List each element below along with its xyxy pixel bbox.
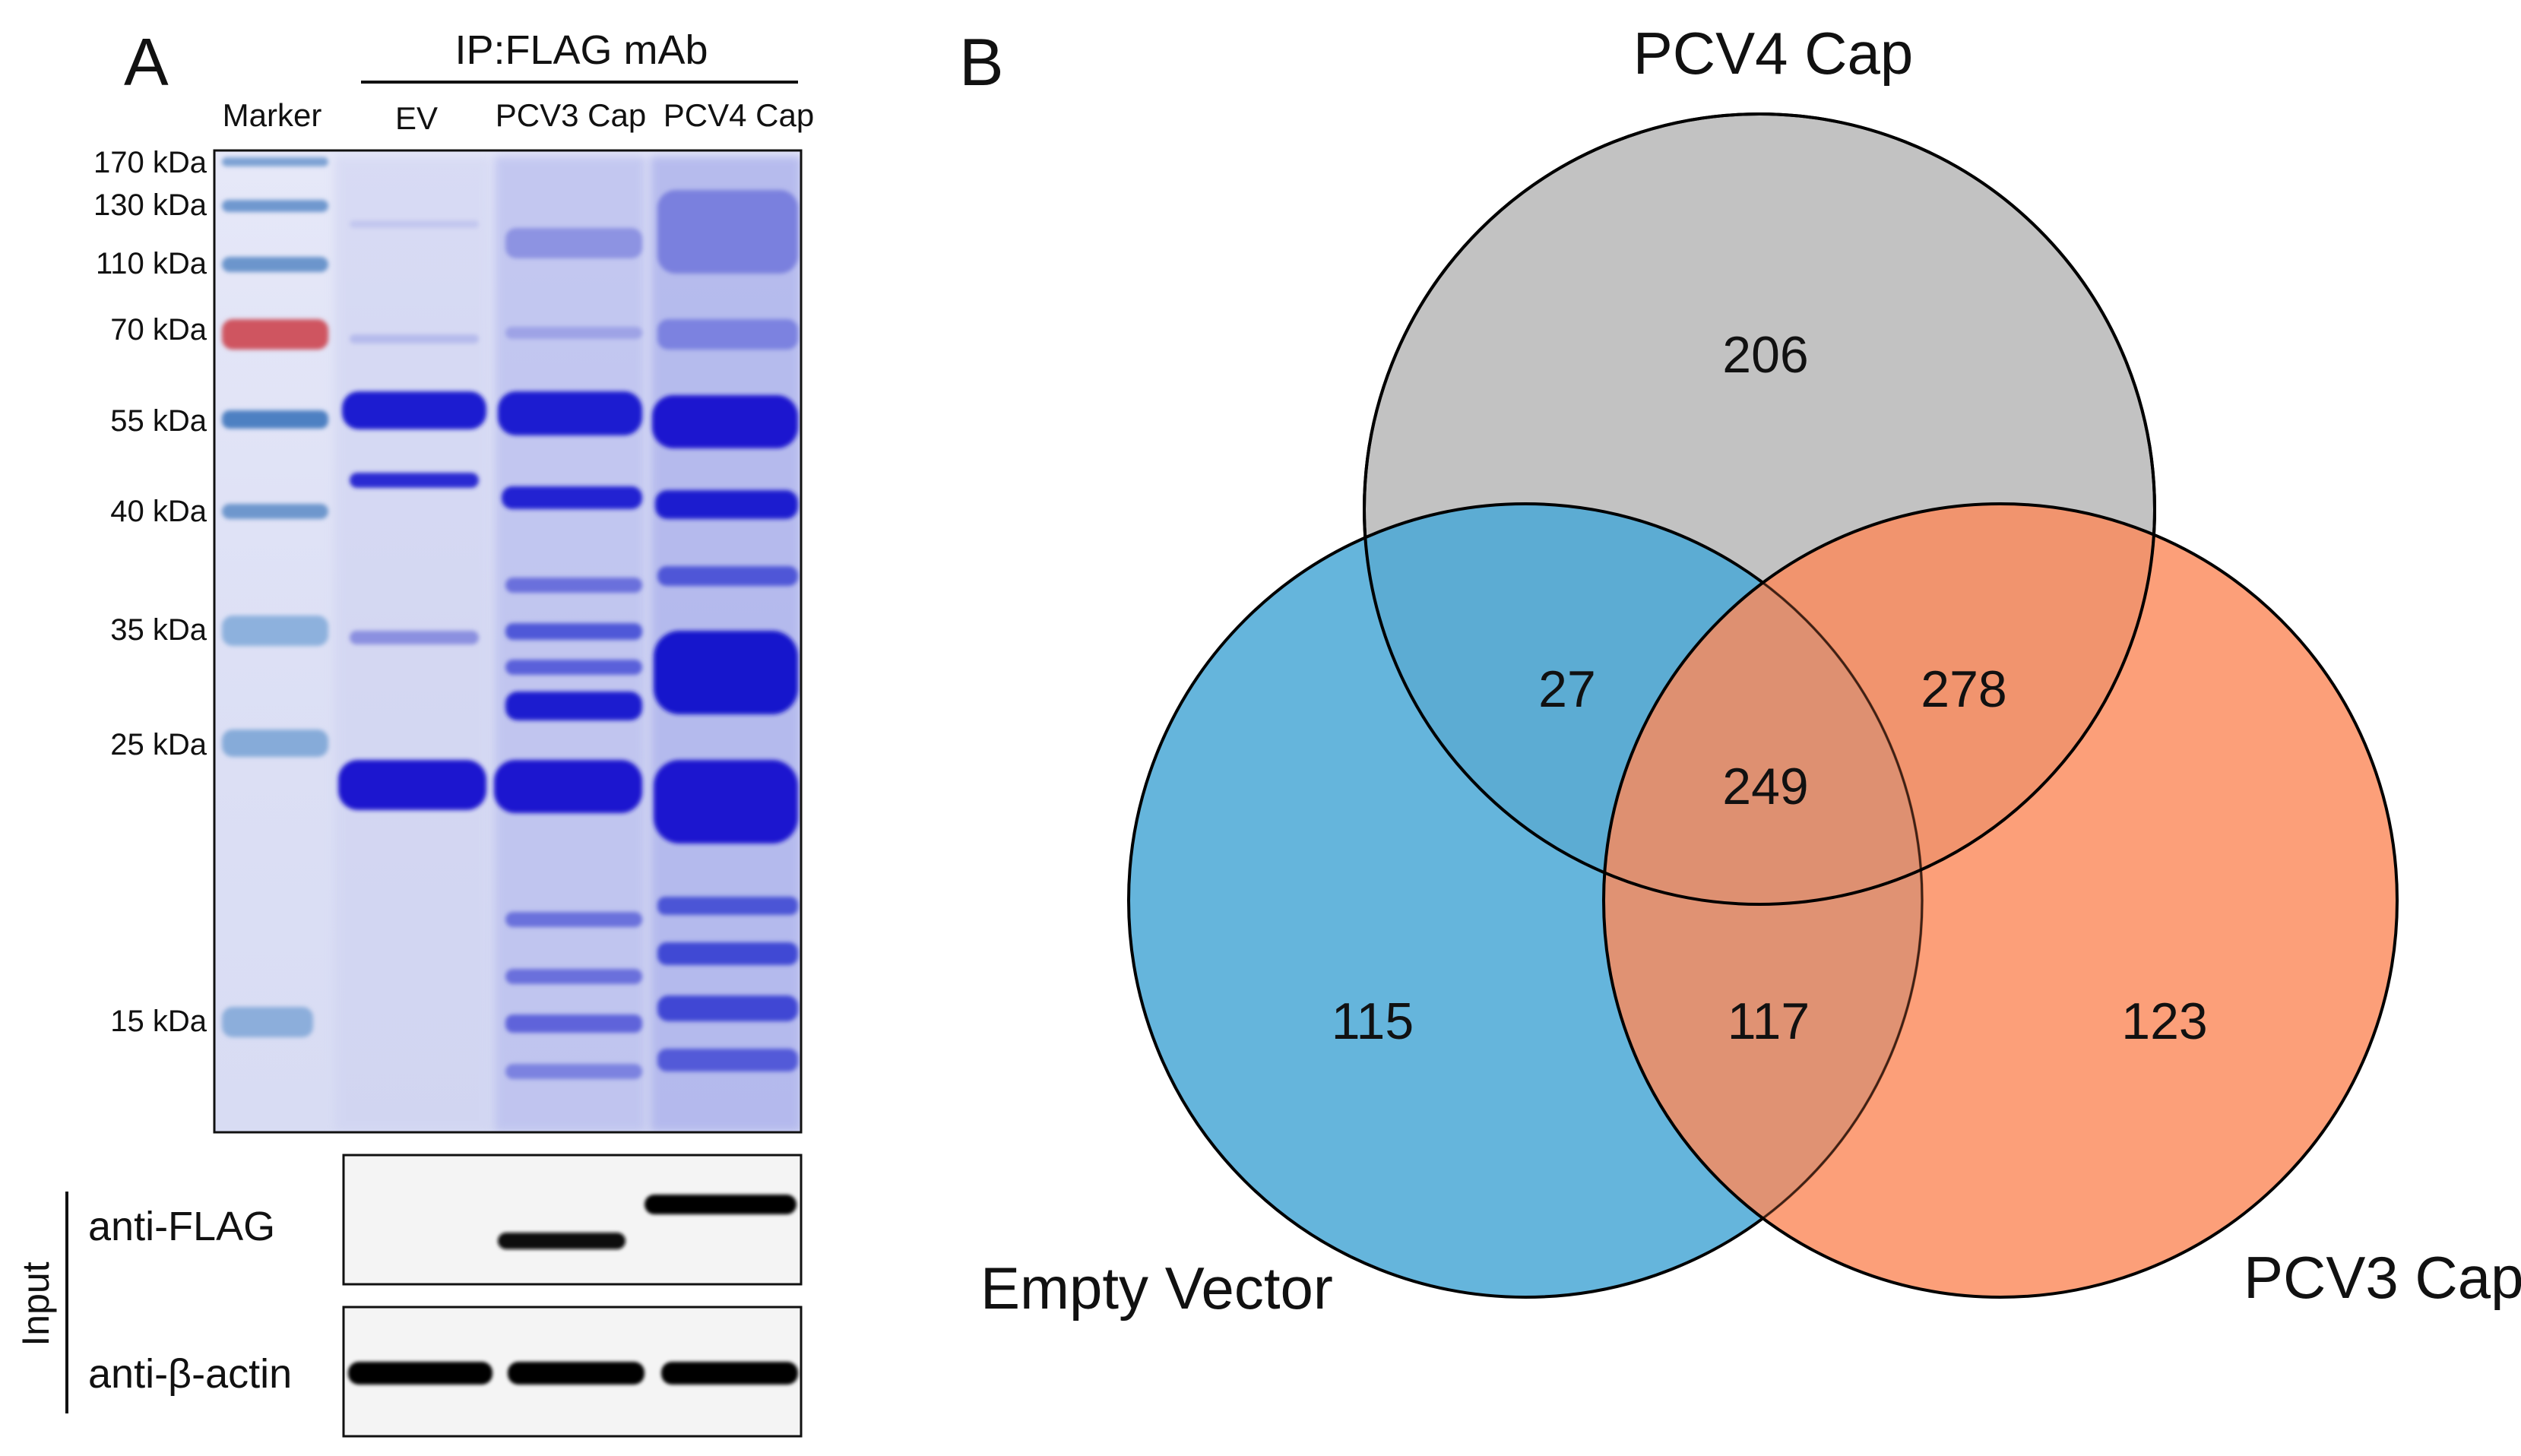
band — [654, 760, 798, 844]
venn-circle-pcv3-cap — [1602, 502, 2399, 1299]
ladder-band — [222, 257, 328, 272]
band — [350, 473, 479, 488]
marker-size-label: 15 kDa — [110, 1005, 207, 1038]
marker-size-label: 170 kDa — [93, 146, 207, 179]
blot-label-actin: anti-β-actin — [88, 1351, 292, 1397]
ladder-band — [222, 616, 328, 646]
band — [657, 942, 798, 965]
count-all-three: 249 — [1722, 758, 1808, 815]
band — [505, 228, 642, 258]
count-ev-pcv3: 117 — [1728, 992, 1810, 1050]
count-ev-only: 115 — [1332, 992, 1414, 1050]
panel-a-letter: A — [124, 24, 169, 100]
blot-band-pcv4 — [645, 1195, 797, 1214]
marker-size-label: 130 kDa — [93, 188, 207, 222]
band — [350, 220, 479, 228]
blot-band-ev — [348, 1362, 492, 1385]
count-pcv3-only: 123 — [2121, 992, 2207, 1050]
lane-pcv3-bands — [494, 228, 642, 1079]
ladder-band — [222, 410, 328, 429]
blot-frame — [342, 1154, 803, 1286]
lane-label-pcv3: PCV3 Cap — [496, 97, 646, 133]
blot-band-pcv3 — [498, 1233, 625, 1249]
marker-size-label: 40 kDa — [110, 495, 207, 528]
band — [657, 995, 798, 1021]
band — [654, 631, 798, 714]
band — [338, 760, 486, 810]
lane-label-ev: EV — [395, 100, 438, 136]
band — [498, 391, 642, 435]
panel-b: B PCV4 Cap Empty Vector PCV3 Cap 206 27 … — [959, 20, 2521, 1321]
band — [502, 486, 642, 509]
marker-size-label: 35 kDa — [110, 613, 207, 647]
venn-outline-pcv3 — [1602, 502, 2399, 1299]
ladder-band — [222, 1007, 313, 1037]
lane-ev-bands — [338, 220, 486, 810]
venn-outline-ev — [1127, 502, 1924, 1299]
marker-size-label: 25 kDa — [110, 728, 207, 761]
band — [657, 190, 798, 274]
band — [505, 623, 642, 640]
band — [350, 334, 479, 343]
band — [505, 578, 642, 593]
coomassie-gel — [213, 149, 803, 1134]
ladder-band — [222, 200, 328, 212]
venn-outline-pcv4 — [1363, 112, 2156, 906]
band — [652, 395, 798, 448]
ladder-band — [222, 730, 328, 757]
band — [657, 319, 798, 350]
band — [505, 1064, 642, 1079]
band — [350, 631, 479, 644]
blot-label-flag: anti-FLAG — [88, 1204, 275, 1249]
band — [657, 1049, 798, 1071]
band — [342, 391, 486, 429]
lane-pcv4-bands — [652, 190, 798, 1071]
ip-label: IP:FLAG mAb — [454, 27, 708, 73]
anti-actin-blot — [342, 1306, 803, 1438]
gel-lane-pcv3 — [494, 156, 646, 1132]
band — [505, 1014, 642, 1033]
ladder-band-red — [222, 319, 328, 350]
band — [505, 660, 642, 675]
count-pcv4-only: 206 — [1722, 326, 1808, 384]
venn-diagram — [1127, 112, 2399, 1299]
panel-b-letter: B — [959, 24, 1004, 100]
count-ev-pcv4: 27 — [1538, 660, 1596, 718]
band — [505, 692, 642, 720]
set-label-empty-vector: Empty Vector — [980, 1255, 1333, 1321]
marker-size-label: 70 kDa — [110, 313, 207, 347]
ladder-band — [222, 504, 328, 519]
marker-size-label: 110 kDa — [96, 247, 207, 280]
blot-band-pcv4 — [661, 1362, 798, 1385]
set-label-pcv4-cap: PCV4 Cap — [1633, 20, 1914, 87]
gel-border — [213, 149, 803, 1134]
anti-flag-blot — [342, 1154, 803, 1286]
band — [505, 327, 642, 339]
band — [657, 566, 798, 586]
panel-a: A IP:FLAG mAb Marker EV PCV3 Cap PCV4 Ca… — [14, 24, 814, 1438]
ladder-band — [222, 157, 328, 166]
set-label-pcv3-cap: PCV3 Cap — [2244, 1244, 2521, 1311]
count-pcv4-pcv3: 278 — [1921, 660, 2006, 718]
marker-size-label: 55 kDa — [110, 404, 207, 438]
band — [655, 490, 798, 519]
band — [505, 969, 642, 984]
band — [657, 897, 798, 915]
band — [505, 912, 642, 927]
lane-label-marker: Marker — [223, 97, 322, 133]
blot-band-pcv3 — [508, 1362, 645, 1385]
lane-label-pcv4: PCV4 Cap — [664, 97, 814, 133]
marker-ladder — [222, 157, 328, 1037]
input-label: Input — [14, 1261, 57, 1346]
band — [494, 760, 642, 813]
marker-size-labels: 170 kDa 130 kDa 110 kDa 70 kDa 55 kDa 40… — [93, 146, 207, 1038]
